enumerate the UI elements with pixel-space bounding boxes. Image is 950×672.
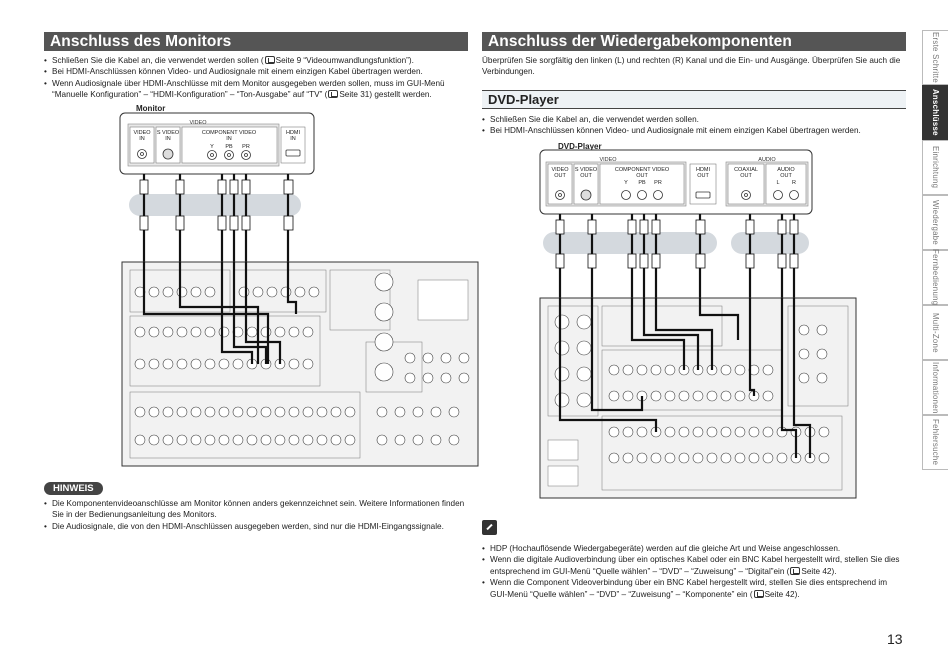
subsection-title-dvd: DVD-Player xyxy=(482,89,906,109)
hinweis-label: HINWEIS xyxy=(44,482,103,495)
tab-fehlersuche[interactable]: Fehlersuche xyxy=(922,415,948,470)
svg-text:AUDIO: AUDIO xyxy=(777,167,795,173)
hinweis-list: Die Komponentenvideoanschlüsse am Monito… xyxy=(44,498,468,533)
svg-text:S VIDEO: S VIDEO xyxy=(157,130,180,136)
note-pencil-icon xyxy=(482,520,497,535)
list-item: Schließen Sie die Kabel an, die verwende… xyxy=(44,55,468,67)
dvd-instructions: Schließen Sie die Kabel an, die verwende… xyxy=(482,114,906,137)
svg-text:HDMI: HDMI xyxy=(286,130,301,136)
svg-text:VIDEO: VIDEO xyxy=(551,167,569,173)
reference-page-icon xyxy=(753,589,764,598)
svg-text:COAXIAL: COAXIAL xyxy=(734,167,758,173)
playback-intro: Überprüfen Sie sorgfältig den linken (L)… xyxy=(482,56,901,77)
svg-text:PB: PB xyxy=(225,144,233,150)
list-item: Bei HDMI-Anschlüssen können Video- und A… xyxy=(44,66,468,78)
svg-text:PB: PB xyxy=(638,180,646,186)
page-number: 13 xyxy=(887,631,903,647)
list-item: Schließen Sie die Kabel an, die verwende… xyxy=(482,114,906,126)
svg-text:VIDEO: VIDEO xyxy=(599,157,617,163)
list-item: Die Audiosignale, die von den HDMI-Ansch… xyxy=(44,521,468,533)
device-label-monitor: Monitor xyxy=(136,104,165,113)
tab-informationen[interactable]: Informationen xyxy=(922,360,948,415)
svg-text:IN: IN xyxy=(226,136,232,142)
list-item: Bei HDMI-Anschlüssen können Video- und A… xyxy=(482,125,906,137)
svg-text:IN: IN xyxy=(139,136,145,142)
chapter-tabs: Erste Schritte Anschlüsse Einrichtung Wi… xyxy=(922,30,948,470)
monitor-section: Anschluss des Monitors Schließen Sie die… xyxy=(44,32,468,101)
reference-page-icon xyxy=(790,566,801,575)
svg-text:OUT: OUT xyxy=(636,173,648,179)
svg-text:Y: Y xyxy=(624,180,628,186)
svg-text:HDMI: HDMI xyxy=(696,167,711,173)
svg-text:VIDEO: VIDEO xyxy=(133,130,151,136)
svg-text:OUT: OUT xyxy=(554,173,566,179)
svg-text:S VIDEO: S VIDEO xyxy=(575,167,598,173)
tab-multi-zone[interactable]: Multi-Zone xyxy=(922,305,948,360)
playback-section: Anschluss der Wiedergabekomponenten Über… xyxy=(482,32,906,137)
svg-text:OUT: OUT xyxy=(740,173,752,179)
svg-text:OUT: OUT xyxy=(580,173,592,179)
device-label-dvd: DVD-Player xyxy=(558,142,602,151)
tab-anschluesse[interactable]: Anschlüsse xyxy=(922,85,948,140)
list-item: HDP (Hochauflösende Wiedergabegeräte) we… xyxy=(482,543,906,555)
group-label-video: VIDEO xyxy=(189,120,207,126)
hinweis-note: HINWEIS Die Komponentenvideoanschlüsse a… xyxy=(44,478,468,533)
dvd-notes-list: HDP (Hochauflösende Wiedergabegeräte) we… xyxy=(482,543,906,600)
dvd-notes: HDP (Hochauflösende Wiedergabegeräte) we… xyxy=(482,520,906,600)
svg-text:PR: PR xyxy=(654,180,662,186)
svg-text:R: R xyxy=(792,180,796,186)
section-title-playback: Anschluss der Wiedergabekomponenten xyxy=(482,32,906,51)
svg-text:IN: IN xyxy=(290,136,296,142)
svg-text:PR: PR xyxy=(242,144,250,150)
svg-text:IN: IN xyxy=(165,136,171,142)
svg-text:L: L xyxy=(776,180,779,186)
tab-erste-schritte[interactable]: Erste Schritte xyxy=(922,30,948,85)
svg-text:COMPONENT VIDEO: COMPONENT VIDEO xyxy=(615,167,670,173)
monitor-instructions: Schließen Sie die Kabel an, die verwende… xyxy=(44,55,468,101)
svg-text:Y: Y xyxy=(210,144,214,150)
svg-text:OUT: OUT xyxy=(697,173,709,179)
svg-text:OUT: OUT xyxy=(780,173,792,179)
list-item: Wenn die digitale Audioverbindung über e… xyxy=(482,554,906,577)
reference-page-icon xyxy=(328,90,339,99)
tab-fernbedienung[interactable]: Fernbedienung xyxy=(922,249,948,306)
section-title-monitor: Anschluss des Monitors xyxy=(44,32,468,51)
reference-page-icon xyxy=(264,56,275,64)
list-item: Wenn Audiosignale über HDMI-Anschlüsse m… xyxy=(44,78,468,101)
list-item: Die Komponentenvideoanschlüsse am Monito… xyxy=(44,498,468,521)
svg-text:COMPONENT VIDEO: COMPONENT VIDEO xyxy=(202,130,257,136)
list-item: Wenn die Component Videoverbindung über … xyxy=(482,577,906,600)
svg-text:AUDIO: AUDIO xyxy=(758,157,776,163)
tab-wiedergabe[interactable]: Wiedergabe xyxy=(922,195,948,250)
tab-einrichtung[interactable]: Einrichtung xyxy=(922,140,948,195)
